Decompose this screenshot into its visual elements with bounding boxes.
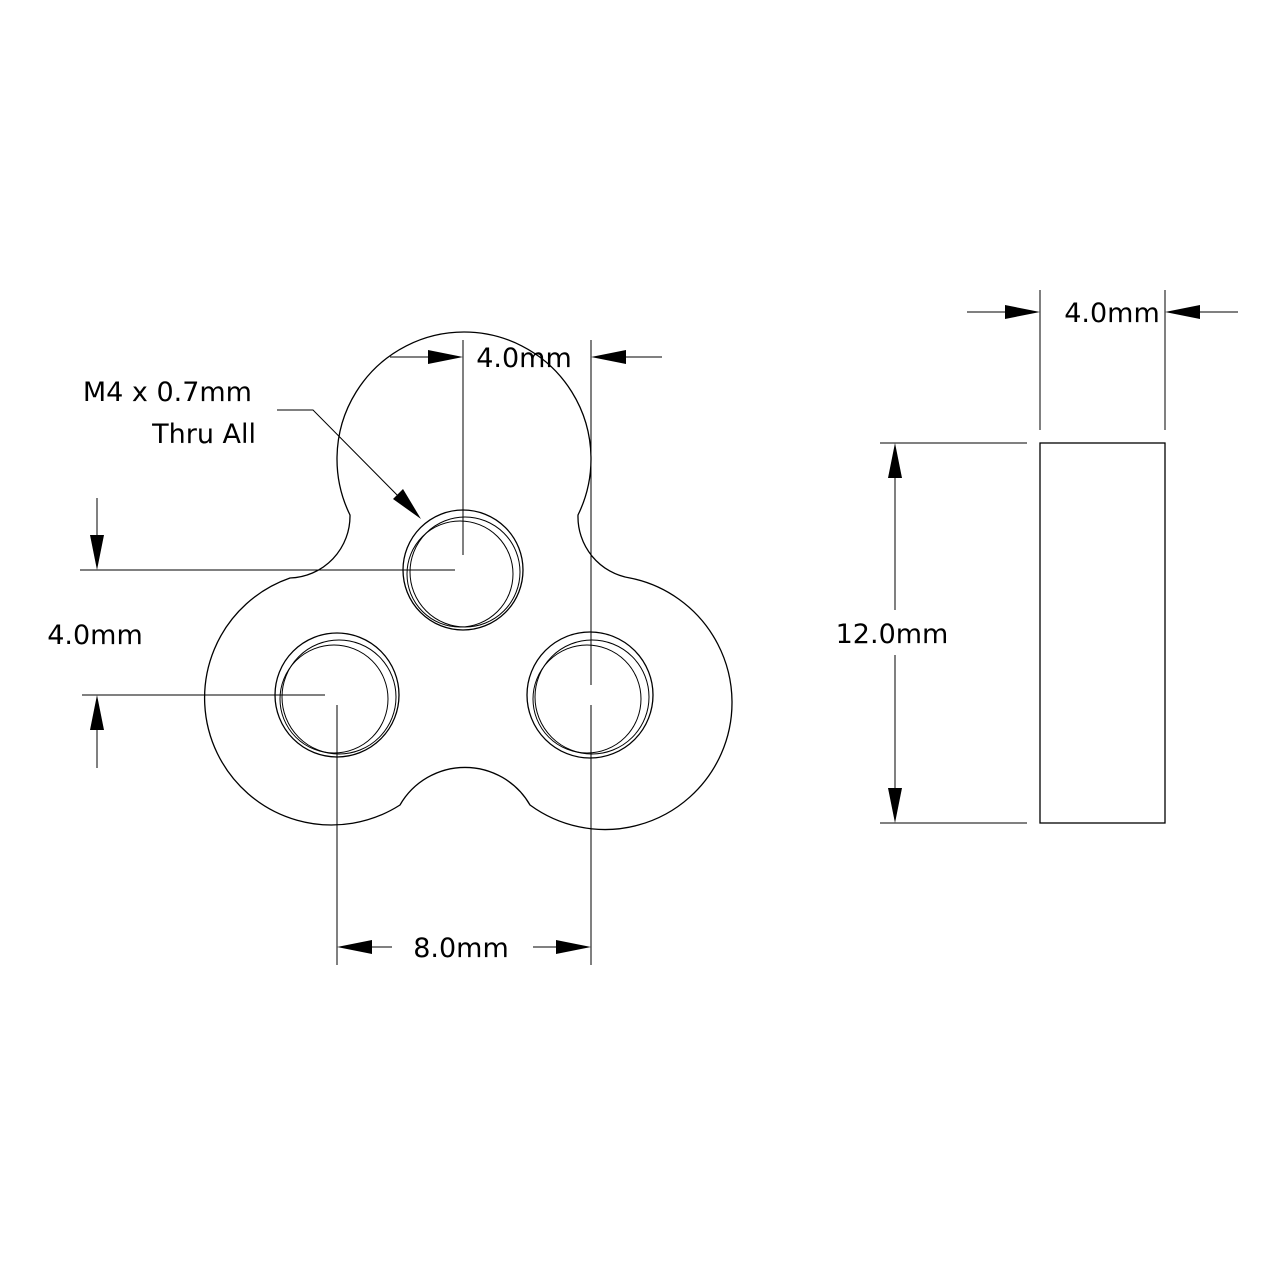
callout-thread: M4 x 0.7mm [83, 377, 252, 408]
hole-callout: M4 x 0.7mm Thru All [83, 377, 421, 519]
side-profile [1039, 442, 1166, 824]
dim-top-label: 4.0mm [476, 343, 572, 374]
dim-bottom-label: 8.0mm [413, 933, 509, 964]
callout-depth: Thru All [151, 419, 256, 450]
part-outline [203, 331, 733, 831]
front-view [203, 331, 733, 831]
dimension-left-4mm: 4.0mm [47, 498, 455, 768]
dimension-bottom-8mm: 8.0mm [336, 705, 592, 965]
dim-side-width-label: 4.0mm [1064, 298, 1160, 329]
side-view: 4.0mm 12.0mm [836, 290, 1238, 824]
dimension-top-4mm: 4.0mm [390, 340, 662, 685]
dim-side-height-label: 12.0mm [836, 619, 949, 650]
hole-bottom-right [526, 631, 654, 759]
dim-left-label: 4.0mm [47, 620, 143, 651]
